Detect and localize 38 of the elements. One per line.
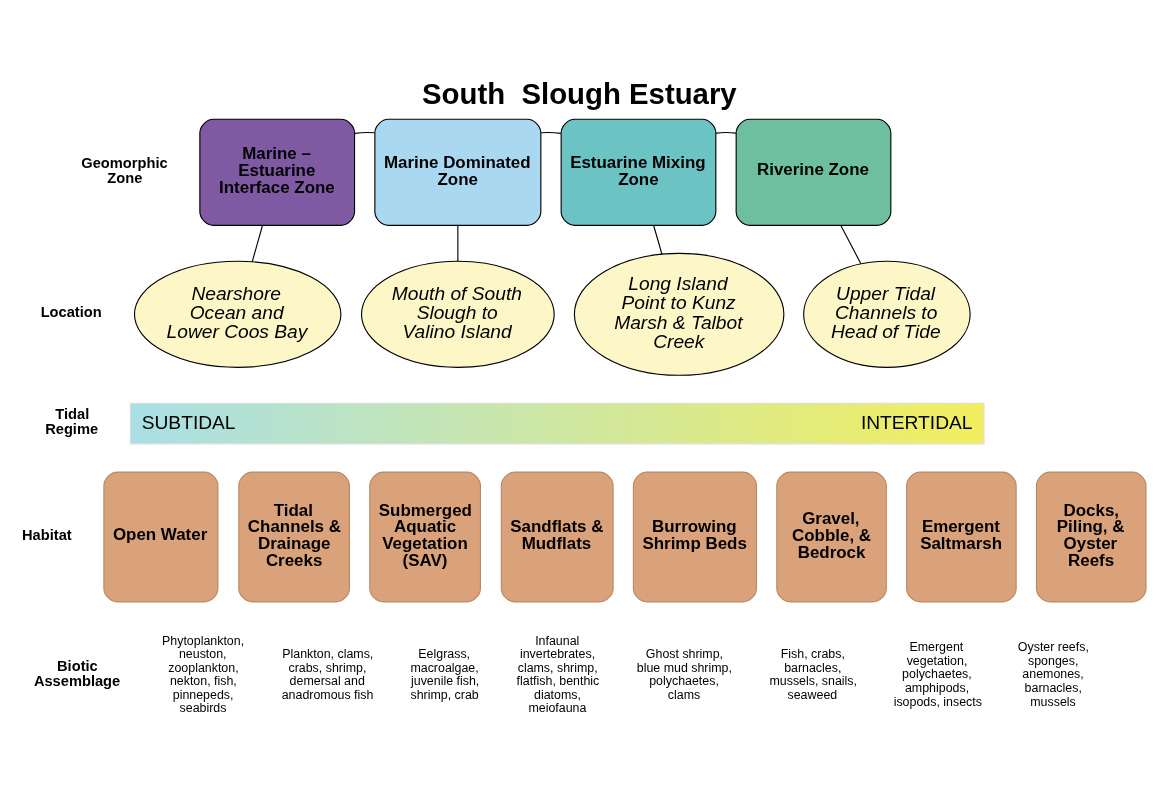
node-box: Tidal Channels & Drainage Creeks — [238, 471, 351, 602]
node-box: Estuarine Mixing Zone — [560, 118, 717, 226]
node-box: Marine Dominated Zone — [374, 118, 542, 226]
connector — [251, 224, 264, 262]
node-ellipse: Mouth of South Slough to Valino Island — [360, 260, 555, 368]
node-label: Oyster reefs, sponges, anemones, barnacles, mussels — [1017, 639, 1089, 709]
node-label: Ghost shrimp, blue mud shrimp, polychaetes, clams — [636, 646, 732, 702]
label: Tidal Regime — [45, 405, 99, 437]
connector — [540, 131, 562, 134]
label: Habitat — [22, 526, 72, 543]
node-box: Burrowing Shrimp Beds — [632, 471, 758, 602]
node-box: SUBTIDAL INTERTIDAL — [129, 402, 985, 444]
connector — [653, 224, 663, 255]
connector — [715, 131, 737, 134]
connector — [354, 131, 376, 134]
node-box: Gravel, Cobble, & Bedrock — [776, 471, 887, 602]
node-box: Sandflats & Mudflats — [500, 471, 614, 602]
label: Geomorphic Zone — [81, 154, 168, 186]
label: Biotic Assemblage — [33, 657, 121, 689]
node-ellipse: Upper Tidal Channels to Head of Tide — [803, 260, 971, 368]
node-label: Plankton, clams, crabs, shrimp, demersal and anadromous fish — [281, 646, 374, 702]
node-box: Riverine Zone — [735, 118, 892, 226]
node-box: Emergent Saltmarsh — [906, 471, 1017, 602]
node-box: Open Water — [103, 471, 219, 602]
node-label: Emergent vegetation, polychaetes, amphipods, isopods, insects — [893, 639, 982, 709]
connector — [457, 224, 459, 262]
label: Location — [40, 303, 102, 320]
diagram-title: South Slough Estuary — [422, 76, 737, 110]
node-label: Infaunal invertebrates, clams, shrimp, flatfish, benthic diatoms, meiofauna — [516, 633, 600, 715]
node-box: Docks, Piling, & Oyster Reefs — [1035, 471, 1147, 602]
node-box: Marine – Estuarine Interface Zone — [199, 118, 356, 226]
node-label: Phytoplankton, neuston, zooplankton, nekton, fish, pinnepeds, seabirds — [162, 633, 245, 715]
node-label: Eelgrass, macroalgae, juvenile fish, shrimp, crab — [410, 646, 480, 702]
connector — [840, 224, 862, 264]
node-box: Submerged Aquatic Vegetation (SAV) — [369, 471, 481, 602]
node-ellipse: Long Island Point to Kunz Marsh & Talbot Creek — [573, 252, 785, 376]
node-label: Fish, crabs, barnacles, mussels, snails, seaweed — [769, 646, 858, 702]
node-ellipse: Nearshore Ocean and Lower Coos Bay — [133, 260, 342, 368]
